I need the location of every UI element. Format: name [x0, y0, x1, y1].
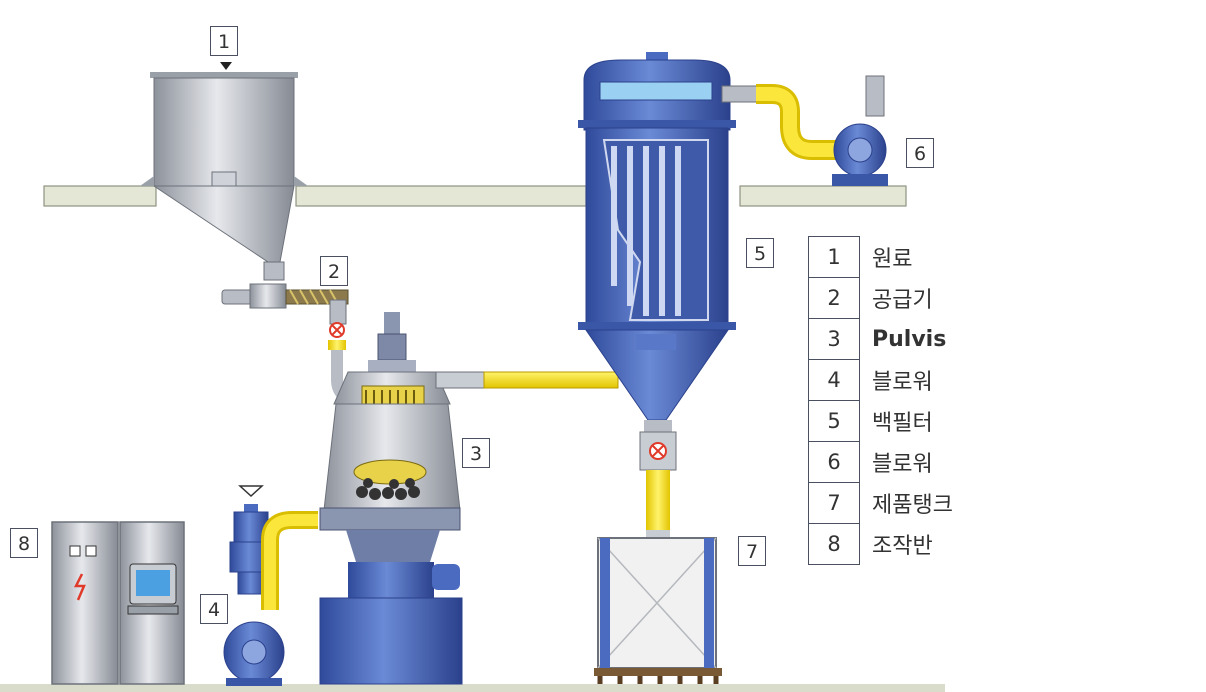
raw-material-hopper [140, 62, 308, 281]
bag-filter [578, 52, 736, 534]
legend-row: 5 백필터 [808, 400, 954, 442]
callout-1: 1 [210, 26, 238, 56]
exhaust-blower [721, 75, 888, 186]
legend-label: 조작반 [872, 534, 933, 559]
legend-num: 2 [808, 277, 860, 319]
callout-5: 5 [746, 238, 774, 268]
legend-label: 블로워 [872, 370, 933, 395]
legend-row: 7 제품탱크 [808, 482, 954, 524]
legend-num: 6 [808, 441, 860, 483]
legend-num: 8 [808, 523, 860, 565]
callout-8: 8 [10, 528, 38, 558]
legend-num: 5 [808, 400, 860, 442]
legend-label: 백필터 [872, 411, 933, 436]
legend-label: Pulvis [872, 326, 947, 352]
callout-7: 7 [738, 536, 766, 566]
air-blower [223, 485, 318, 686]
legend-row: 2 공급기 [808, 277, 954, 319]
callout-6: 6 [906, 138, 934, 168]
legend-label: 제품탱크 [872, 493, 953, 518]
legend-num: 4 [808, 359, 860, 401]
legend-num: 3 [808, 318, 860, 360]
legend-num: 7 [808, 482, 860, 524]
legend-row: 1 원료 [808, 236, 954, 278]
legend-row: 6 블로워 [808, 441, 954, 483]
pulvis-mill [319, 312, 463, 685]
legend-row: 8 조작반 [808, 523, 954, 565]
legend-label: 원료 [872, 247, 913, 272]
legend-row: 4 블로워 [808, 359, 954, 401]
legend-num: 1 [808, 236, 860, 278]
legend-label: 공급기 [872, 288, 933, 313]
high-voltage-icon [73, 573, 86, 601]
mill-to-filter-pipe [435, 371, 619, 389]
callout-2: 2 [320, 256, 348, 286]
callout-3: 3 [462, 438, 490, 468]
floor-line [0, 684, 945, 692]
callout-4: 4 [200, 594, 228, 624]
control-panel [51, 521, 185, 685]
product-tank [594, 530, 722, 684]
legend-label: 블로워 [872, 452, 933, 477]
legend-row: 3 Pulvis [808, 318, 954, 360]
